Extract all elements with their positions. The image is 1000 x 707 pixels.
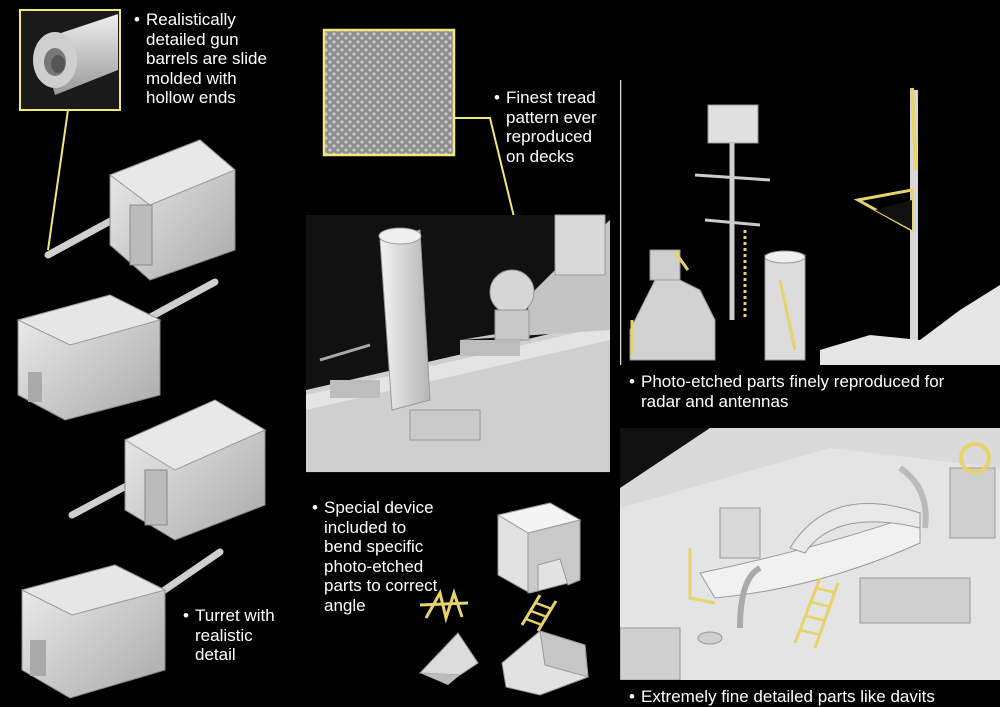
caption-line: reproduced	[506, 127, 593, 146]
radar-antenna-illustration	[620, 80, 1000, 365]
caption-bullet: •	[312, 498, 318, 517]
bending-tool-upper	[496, 502, 582, 594]
superstructure-model	[306, 214, 610, 473]
caption-bullet: •	[629, 372, 635, 391]
caption-line: Special device	[324, 498, 434, 517]
caption-special-device: • Special device included to bend specif…	[312, 498, 438, 615]
caption-line: parts to correct	[324, 576, 438, 595]
photo-etched-ladder	[520, 594, 558, 632]
photo-etched-part-left	[419, 588, 469, 624]
caption-line: photo-etched	[324, 556, 424, 576]
caption-line: Turret with	[195, 606, 275, 625]
turret-model-2	[16, 278, 219, 421]
barrel-closeup-inset	[19, 9, 121, 111]
caption-line: angle	[324, 595, 366, 615]
deck-ladder	[793, 577, 840, 649]
caption-line: included to	[324, 517, 407, 537]
caption-bullet: •	[629, 687, 635, 706]
lifebuoy-racks	[859, 442, 996, 624]
davit-arms	[688, 465, 929, 629]
lifeboat	[699, 503, 921, 599]
caption-tread: • Finest tread pattern ever reproduced o…	[494, 88, 597, 166]
caption-gun-barrels: • Realistically detailed gun barrels are…	[134, 10, 267, 108]
caption-line: Photo-etched parts finely reproduced for	[641, 372, 945, 391]
caption-line: barrels are slide	[146, 49, 267, 68]
caption-bullet: •	[494, 88, 500, 107]
bending-tool-lower-left	[418, 632, 479, 685]
caption-line: detailed gun	[146, 29, 239, 49]
turret-model-4	[20, 548, 224, 699]
funnel-model	[764, 250, 806, 361]
turret-model-3	[68, 399, 267, 541]
bending-tool-lower-right	[501, 630, 589, 696]
caption-line: hollow ends	[146, 88, 236, 107]
caption-line: on decks	[506, 146, 575, 166]
bending-device-illustration	[418, 502, 589, 696]
callout-line-barrel	[47, 109, 69, 251]
deck-superstructure-illustration	[306, 28, 610, 473]
caption-davits: • Extremely fine detailed parts like dav…	[629, 687, 935, 707]
caption-line: Realistically	[146, 10, 236, 29]
davits-illustration	[620, 428, 1000, 680]
bridge-model	[629, 249, 716, 361]
caption-line: Extremely fine detailed parts like davit…	[641, 687, 935, 706]
caption-bullet: •	[183, 606, 189, 625]
caption-line: realistic	[195, 625, 253, 645]
caption-line: radar and antennas	[641, 391, 789, 411]
tread-pattern-inset	[322, 28, 456, 157]
caption-line: molded with	[146, 68, 237, 88]
radar-mast	[694, 104, 771, 320]
caption-photo-etched: • Photo-etched parts finely reproduced f…	[629, 372, 945, 411]
caption-line: bend specific	[324, 537, 424, 556]
caption-line: detail	[195, 645, 236, 664]
tripod-mast	[853, 87, 918, 350]
turret-illustrations	[16, 9, 267, 699]
caption-line: Finest tread	[506, 88, 596, 107]
caption-turret: • Turret with realistic detail	[183, 606, 275, 665]
caption-line: pattern ever	[506, 107, 597, 127]
turret-model-1	[44, 139, 236, 281]
caption-bullet: •	[134, 10, 140, 29]
